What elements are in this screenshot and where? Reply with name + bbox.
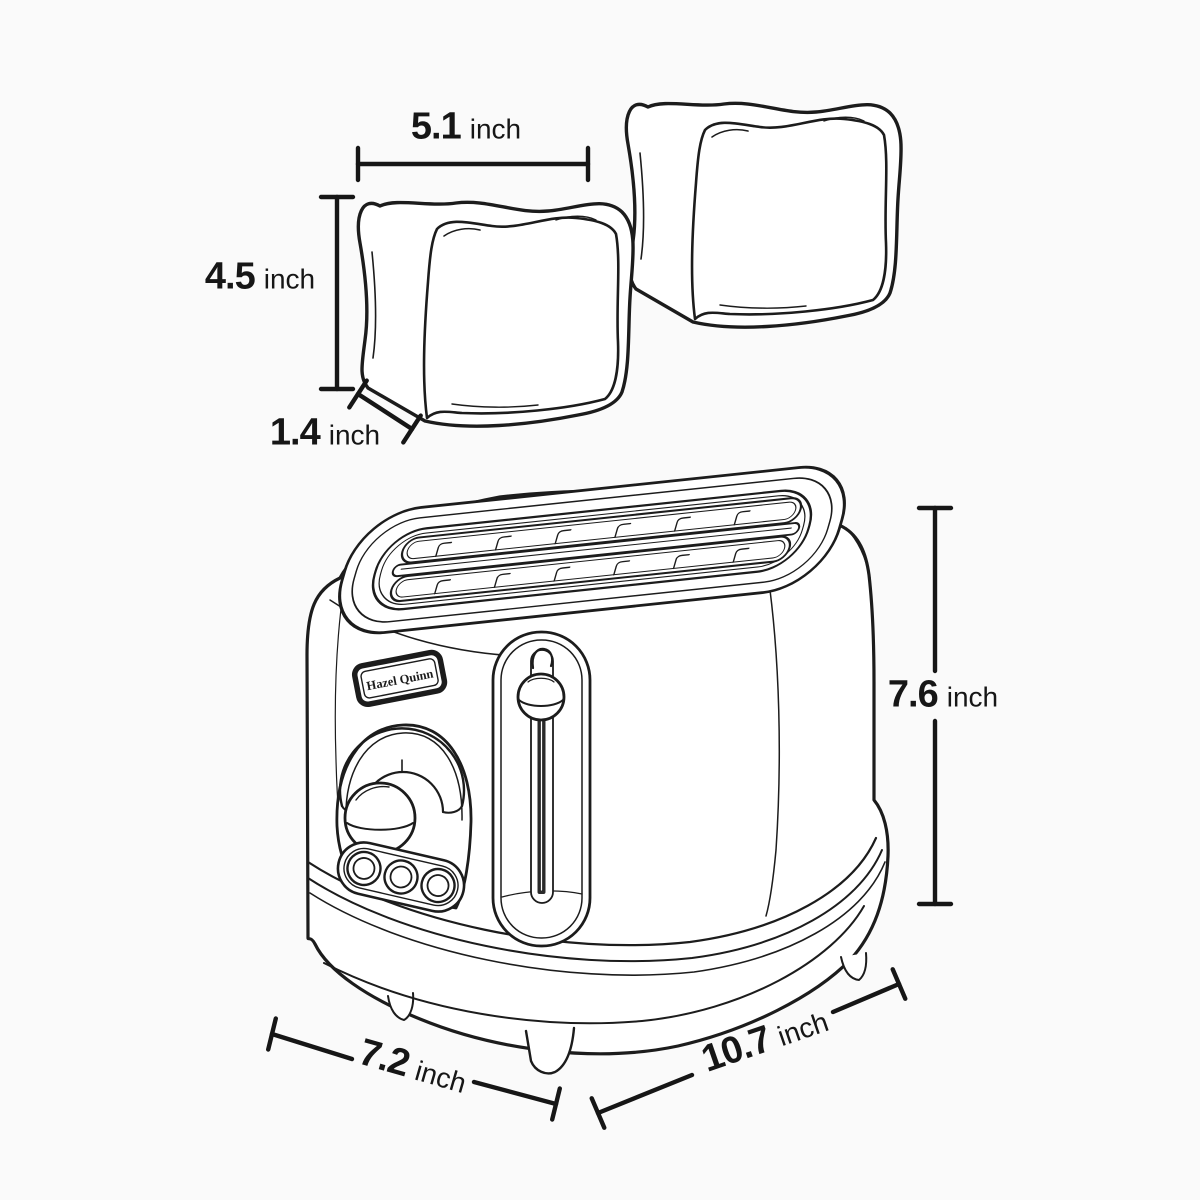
dimension-unit: inch xyxy=(946,681,999,713)
button-1 xyxy=(346,850,382,887)
dimension-label-bread-thickness: 1.4 inch xyxy=(270,412,380,455)
toaster-right-foot xyxy=(840,952,868,981)
dimension-label-bread-width: 5.1 inch xyxy=(411,106,521,149)
dial-arc xyxy=(338,727,466,808)
toaster-left-foot xyxy=(387,992,415,1021)
dimension-unit: inch xyxy=(328,419,381,451)
dimension-value: 7.6 xyxy=(887,673,939,716)
toaster-silhouette xyxy=(305,489,890,1056)
dimension-line-bread-thickness xyxy=(347,378,423,445)
dimension-line-toaster-height xyxy=(916,505,954,907)
lever-knob xyxy=(516,672,566,722)
toaster-lever xyxy=(491,630,592,948)
bread-slice-back xyxy=(624,101,903,329)
toaster-slot-front xyxy=(389,535,792,603)
dimension-unit: inch xyxy=(263,263,316,295)
toaster-grate-hooks xyxy=(433,510,751,595)
dimension-line-bread-width xyxy=(355,145,591,183)
dimension-line-toaster-width xyxy=(589,967,908,1130)
dimension-line-bread-height xyxy=(318,194,356,392)
toaster-slot-divider xyxy=(391,522,801,578)
dimension-value: 4.5 xyxy=(204,255,256,298)
toaster-rim-crescent xyxy=(845,527,871,579)
function-buttons xyxy=(336,841,466,913)
dimension-line-toaster-depth xyxy=(266,1016,562,1122)
dimension-label-toaster-height: 7.6 inch xyxy=(888,674,998,717)
toaster-body xyxy=(305,489,890,1075)
dimension-value: 5.1 xyxy=(410,105,462,148)
toaster-base-seam-lines xyxy=(306,836,886,1025)
brand-badge xyxy=(351,649,448,708)
toaster-front-foot xyxy=(524,1026,576,1075)
dimension-label-bread-height: 4.5 inch xyxy=(205,256,315,299)
bread-slice-front xyxy=(356,200,635,428)
button-3 xyxy=(420,867,456,904)
dimension-unit: inch xyxy=(469,113,522,145)
dimension-value: 1.4 xyxy=(269,411,321,454)
toaster-top-face xyxy=(338,465,846,635)
dimension-lines xyxy=(266,145,954,1130)
button-2 xyxy=(383,859,419,895)
toaster-corner-edge-right xyxy=(765,574,781,917)
